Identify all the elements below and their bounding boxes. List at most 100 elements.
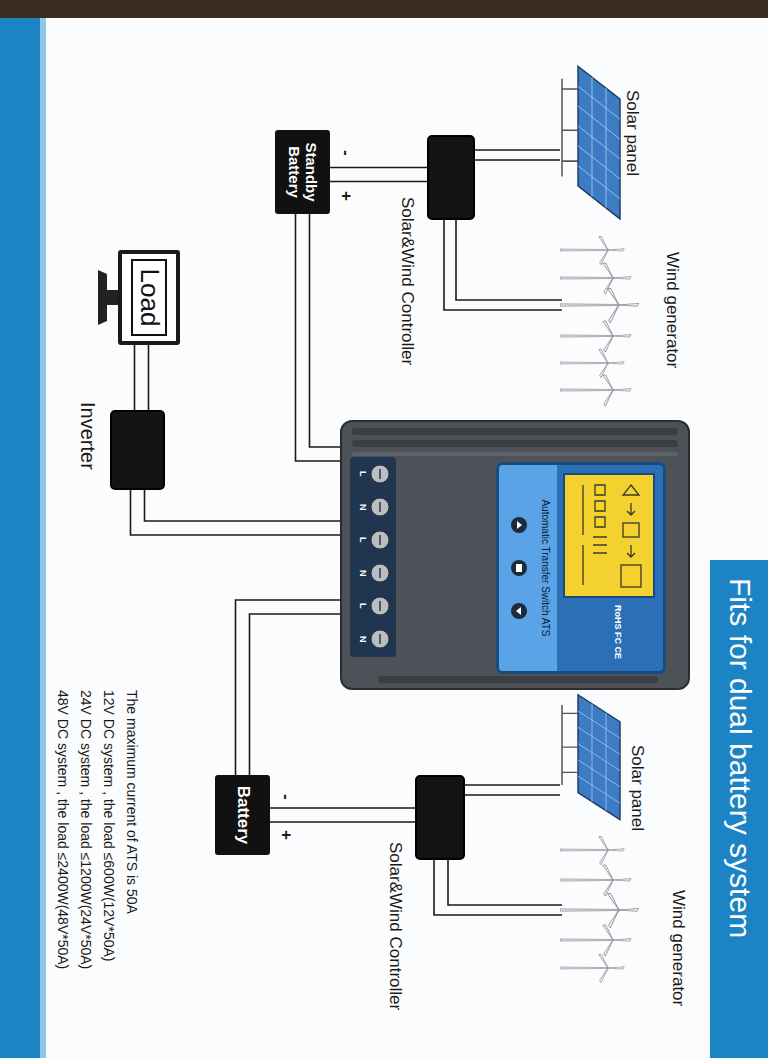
title-band <box>710 560 768 1058</box>
decoration <box>371 597 389 615</box>
controller-box: Solar&Wind Controller <box>427 135 475 220</box>
decoration <box>444 220 562 310</box>
terminal-letter: N <box>357 636 368 643</box>
wind-turbine <box>560 287 638 323</box>
device-name: Automatic Transfer Switch ATS <box>540 465 551 671</box>
decoration <box>371 498 389 516</box>
solar-panel <box>562 695 620 820</box>
bottom-band <box>0 18 40 1058</box>
decoration <box>511 603 527 619</box>
ats-housing: Automatic Transfer Switch ATS RoHS FC CE <box>340 420 690 690</box>
wind-turbine <box>560 924 631 956</box>
decoration <box>98 270 107 325</box>
device-label: Inverter <box>76 402 100 470</box>
monitor-screen: Load <box>118 250 180 345</box>
wire-connector <box>270 808 415 822</box>
decoration <box>456 220 562 300</box>
display-panel: Automatic Transfer Switch ATS RoHS FC CE <box>496 462 666 674</box>
inverter-box: Inverter <box>110 410 165 490</box>
decoration <box>371 564 389 582</box>
battery-text: Battery <box>233 786 252 845</box>
wind-turbine <box>560 892 638 928</box>
wire-connector <box>236 600 341 775</box>
decoration <box>379 502 381 512</box>
decoration <box>434 860 562 915</box>
wind-turbine <box>560 348 624 377</box>
wire-connector <box>135 345 149 410</box>
source-label: Solar panel <box>622 90 642 176</box>
lcd-symbols <box>565 475 653 596</box>
polarity-sign: + <box>276 830 296 840</box>
spec-note: The maximum current of ATS is 50A <box>123 690 140 914</box>
wind-turbine <box>560 953 624 982</box>
battery-box: Standby Battery <box>275 130 330 214</box>
battery-box: Battery <box>215 775 270 855</box>
source-label: Solar panel <box>627 745 647 831</box>
wind-turbine <box>560 235 624 264</box>
decoration <box>475 149 560 151</box>
spec-note: 48V DC system , the load ≤2400W(48V*50A) <box>54 690 71 969</box>
decoration <box>371 531 389 549</box>
polarity-sign: + <box>336 191 356 201</box>
solar-panel <box>562 66 620 219</box>
wind-turbine <box>560 835 624 864</box>
decoration <box>352 452 678 456</box>
decoration <box>378 676 658 683</box>
spec-note: 12V DC system , the load ≤600W(12V*50A) <box>100 690 117 961</box>
wind-turbine <box>560 864 631 896</box>
decoration <box>475 159 560 161</box>
polarity-sign: - <box>276 794 296 800</box>
polarity-sign: - <box>336 150 356 156</box>
decoration <box>379 601 381 611</box>
ats-front-band: Automatic Transfer Switch ATS <box>499 465 557 671</box>
decoration <box>627 545 635 557</box>
decoration <box>371 630 389 648</box>
decoration <box>511 560 527 576</box>
decoration <box>583 485 641 587</box>
decoration <box>371 465 389 483</box>
decoration <box>582 485 583 585</box>
decoration <box>107 290 118 305</box>
decoration <box>627 503 635 515</box>
wind-turbine <box>560 374 631 406</box>
decoration <box>379 568 381 578</box>
wind-turbine <box>560 320 631 352</box>
monitor-stand <box>92 250 118 345</box>
decoration <box>593 537 607 553</box>
decoration <box>352 440 678 447</box>
decoration <box>465 794 560 796</box>
decoration <box>379 634 381 644</box>
decoration <box>621 565 641 587</box>
decoration <box>465 784 560 786</box>
wire-connector <box>330 168 427 182</box>
terminal-letter: L <box>357 603 368 609</box>
controller-box: Solar&Wind Controller <box>415 775 465 860</box>
table-edge <box>0 0 768 18</box>
title-text: Fits for dual battery system <box>722 578 758 938</box>
load-text: Load <box>131 259 166 337</box>
decoration <box>511 517 527 533</box>
device-label: Solar&Wind Controller <box>397 197 417 365</box>
decoration <box>350 457 396 657</box>
device-label: Solar&Wind Controller <box>385 842 405 1010</box>
terminal-letter: N <box>357 504 368 511</box>
decoration <box>379 469 381 479</box>
wind-turbine <box>560 262 631 294</box>
bottom-band-stripe <box>40 18 46 1058</box>
wire-connector <box>131 490 341 535</box>
decoration <box>516 564 522 572</box>
decoration <box>595 485 605 527</box>
decoration <box>623 523 639 537</box>
terminal-block <box>350 457 396 657</box>
decoration <box>379 535 381 545</box>
certification-mark: RoHS FC CE <box>613 605 623 659</box>
lcd-screen <box>563 473 655 598</box>
decoration <box>516 607 521 615</box>
terminal-letter: L <box>357 537 368 543</box>
source-label: Wind generator <box>662 252 682 368</box>
spec-note: 24V DC system , the load ≤1200W(24V*50A) <box>77 690 94 969</box>
wire-connector <box>296 214 341 461</box>
decoration <box>352 428 678 435</box>
battery-text: Standby Battery <box>286 136 319 208</box>
